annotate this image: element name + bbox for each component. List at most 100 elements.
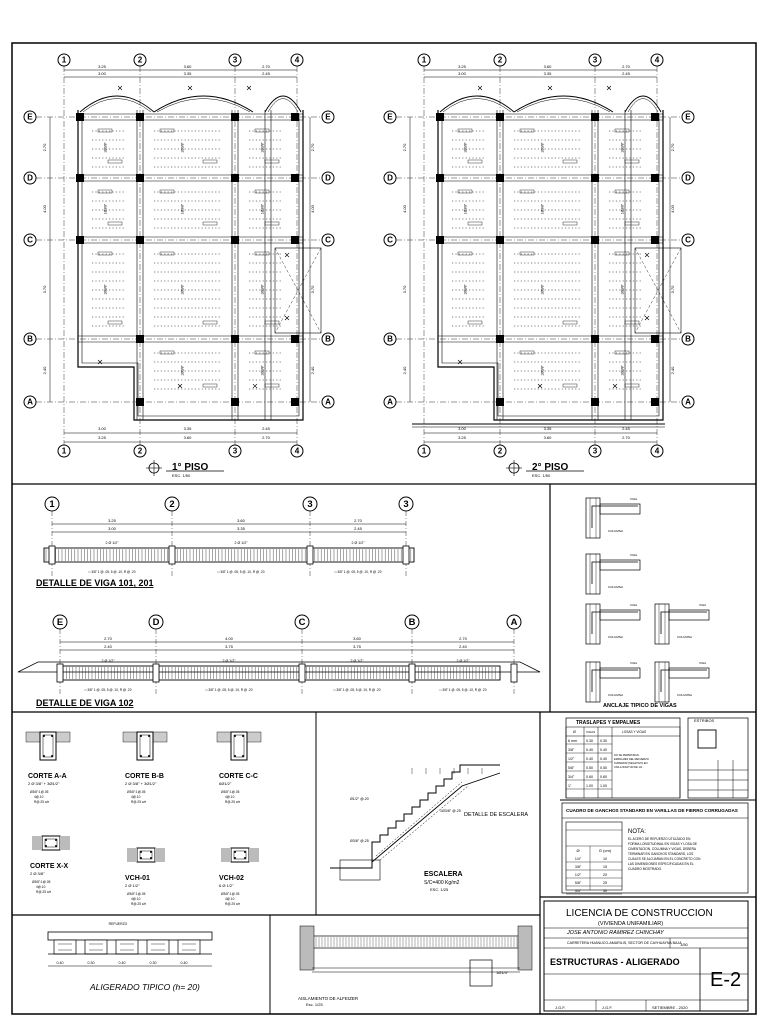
columna-label: COLUMNA xyxy=(677,635,692,639)
joist-dim: 0.30 xyxy=(88,961,95,965)
table-header: Ø xyxy=(576,848,579,853)
arch-opening-inner xyxy=(82,98,152,113)
column-section xyxy=(152,663,160,683)
rebar-mark xyxy=(467,320,483,325)
rebar-label: 1Ø3/8" xyxy=(261,203,265,214)
rebar-mark xyxy=(467,221,483,226)
grid-axis-bubble xyxy=(681,171,695,185)
alfeizer-scale: Esc. 1/25 xyxy=(306,1002,323,1007)
table-cell: 0.30 xyxy=(586,739,593,743)
rebar-mark xyxy=(624,320,640,325)
stirrup-spec: R@.25 c/e xyxy=(131,800,146,804)
grid-axis-label: D xyxy=(325,174,331,183)
rebar-mark xyxy=(519,128,535,133)
alfeizer-column xyxy=(517,925,533,971)
column xyxy=(496,335,504,343)
stirrup-spec: Ø3/8":1@.05 xyxy=(127,892,146,896)
section-cut-name: CORTE A-A xyxy=(28,773,67,780)
rebar-mark xyxy=(264,159,280,164)
table-cell: 5/8" xyxy=(568,766,575,770)
grid-axis-label: 2 xyxy=(138,56,143,65)
stair-rebar-label: 1Ø3/8" @.25 xyxy=(440,809,461,813)
stirrup-section xyxy=(139,734,151,758)
stirrup-section xyxy=(233,734,245,758)
rebar-mark xyxy=(254,189,270,194)
grid-axis-label: E xyxy=(325,113,331,122)
rebar-mark xyxy=(202,383,218,388)
hollow-brick xyxy=(115,939,139,955)
table-cell: 6 mm xyxy=(568,739,577,743)
note-line: CUADRO MOSTRADO. xyxy=(628,867,662,871)
tb-drawn: J.G.F. xyxy=(555,1005,565,1010)
arch-opening-inner xyxy=(267,98,299,113)
rebar-mark xyxy=(254,350,270,355)
exterior-wall xyxy=(77,110,304,421)
dim-inner: 2.40 xyxy=(104,644,113,649)
stirrup-label: □ 3/8" 1 @ .05, 5 @ .10, R @ .20 xyxy=(335,570,382,574)
column xyxy=(76,236,84,244)
grid-axis-label: D xyxy=(27,174,33,183)
rebar-label: 1Ø3/8" xyxy=(104,203,108,214)
table-cell: 0.40 xyxy=(586,748,593,752)
grid-axis-label: A xyxy=(27,398,33,407)
beam-elevation xyxy=(599,559,641,571)
grid-axis-label: E xyxy=(685,113,691,122)
dim-outer: 4.00 xyxy=(402,204,407,213)
section-cut-name: CORTE X-X xyxy=(30,863,68,870)
dim-outer: 3.25 xyxy=(458,435,467,440)
columna-label: COLUMNA xyxy=(608,529,623,533)
table-note: EMPALMES DEL REFUERZO xyxy=(614,757,649,761)
dim-outer: 2.70 xyxy=(622,64,631,69)
viga-label: VIGA xyxy=(630,497,637,501)
section-outline xyxy=(136,731,154,761)
table-cell: 10 xyxy=(603,857,607,861)
grid-axis-label: E xyxy=(27,113,33,122)
dim-outer: 4.00 xyxy=(310,204,315,213)
alfeizer-rebar: 1Ø1/4" xyxy=(496,970,509,975)
stirrup-spec: 4@.10 xyxy=(225,795,235,799)
note-line: CUALES SE ALOJARAN EN EL CONCRETO CON xyxy=(628,857,701,861)
rebar-mark xyxy=(202,221,218,226)
grid-axis-label: 1 xyxy=(422,447,427,456)
rebar-dot xyxy=(45,845,47,847)
rebar-mark xyxy=(264,320,280,325)
dim-inner: 2.40 xyxy=(459,644,468,649)
arch-opening xyxy=(79,95,155,113)
anchor-bar xyxy=(660,611,707,634)
exterior-wall-inner xyxy=(441,114,660,417)
dim-inner: 2.45 xyxy=(354,526,363,531)
table-cell: 1/2" xyxy=(575,873,582,877)
column-section xyxy=(306,545,314,565)
columna-label: COLUMNA xyxy=(608,635,623,639)
section-cut-rebar: 2 Ø 3/8" xyxy=(30,871,45,876)
stirrup-spec: R@.25 c/e xyxy=(34,800,49,804)
arch-opening-inner xyxy=(627,98,659,113)
columna-label: COLUMNA xyxy=(608,693,623,697)
stirrup-spec: 4@.10 xyxy=(36,885,46,889)
arch-opening-inner xyxy=(442,98,512,113)
rebar-mark xyxy=(519,350,535,355)
column-section xyxy=(48,545,56,565)
dim-outer: 3.60 xyxy=(544,64,553,69)
column xyxy=(291,174,299,182)
dim-inner: 3.35 xyxy=(184,71,193,76)
rebar-dot xyxy=(140,735,142,737)
dim-outer: 3.60 xyxy=(184,435,193,440)
plan-right-title: 2° PISO xyxy=(532,462,568,473)
rebar-dot xyxy=(234,735,236,737)
grid-axis-label: A xyxy=(325,398,331,407)
rebar-dot xyxy=(140,857,142,859)
stirrup-spec: 4@.10 xyxy=(131,897,141,901)
stair-rebar xyxy=(375,781,463,857)
dim-outer: 3.70 xyxy=(670,285,675,294)
rebar-dot xyxy=(242,755,244,757)
rebar-label: 1Ø3/8" xyxy=(621,364,625,375)
rebar-mark xyxy=(457,251,473,256)
rebar-label: 1Ø3/8" xyxy=(180,283,184,294)
dim-inner: 3.00 xyxy=(98,71,107,76)
wall-hatch xyxy=(60,836,70,850)
stirrup-spec: 4@.10 xyxy=(225,897,235,901)
column xyxy=(136,236,144,244)
